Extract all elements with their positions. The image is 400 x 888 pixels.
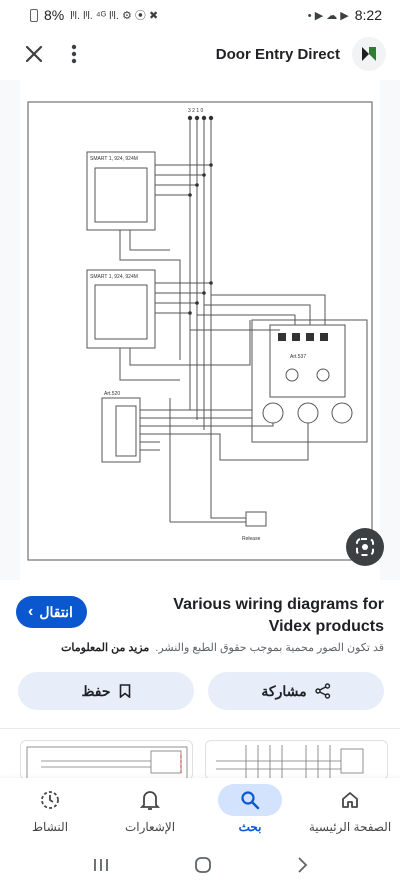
- module-label: Art.537: [290, 354, 306, 360]
- nav-notifications[interactable]: الإشعارات: [105, 778, 195, 840]
- nav-activity-label: النشاط: [31, 820, 69, 834]
- release-label: Release: [242, 536, 261, 542]
- save-label: حفظ: [81, 682, 111, 699]
- chevron-left-icon: ‹: [28, 603, 34, 620]
- save-button[interactable]: حفظ: [18, 672, 194, 710]
- bookmark-icon: [119, 684, 130, 698]
- related-thumbnail[interactable]: [20, 740, 193, 780]
- activity-icon: [18, 784, 82, 816]
- divider: [0, 728, 400, 729]
- action-row: حفظ مشاركة: [18, 672, 384, 710]
- terminal-labels: 3 2 1 0: [188, 108, 204, 114]
- clock: 8:22: [354, 7, 382, 23]
- visit-button[interactable]: ‹ انتقال: [16, 596, 87, 628]
- system-home-icon[interactable]: [193, 855, 213, 880]
- app-bar: Door Entry Direct: [0, 30, 400, 78]
- copyright-notice: قد تكون الصور محمية بموجب حقوق الطبع وال…: [16, 641, 384, 654]
- recents-icon[interactable]: [92, 857, 110, 878]
- notification-icons: • ▶ ☁ ▶: [307, 9, 349, 22]
- copyright-text: قد تكون الصور محمية بموجب حقوق الطبع وال…: [155, 642, 384, 654]
- back-icon[interactable]: [296, 856, 308, 879]
- share-button[interactable]: مشاركة: [208, 672, 384, 710]
- site-name[interactable]: Door Entry Direct: [215, 45, 340, 63]
- nav-home[interactable]: الصفحة الرئيسية: [305, 778, 395, 840]
- visit-label: انتقال: [39, 603, 73, 620]
- share-icon: [314, 683, 330, 699]
- share-label: مشاركة: [261, 682, 307, 699]
- nav-notifications-label: الإشعارات: [124, 820, 176, 834]
- result-header: ‹ انتقال Various wiring diagrams for Vid…: [16, 594, 384, 638]
- wiring-diagram-svg: 3 2 1 0 SMART 1, 924, 924M SMART 1, 924,…: [27, 101, 373, 561]
- lens-search-icon[interactable]: [346, 528, 384, 566]
- nav-search-label: بحث: [238, 820, 262, 834]
- more-info-link[interactable]: مزيد من المعلومات: [61, 642, 150, 654]
- unit1-label: SMART 1, 924, 924M: [90, 156, 138, 162]
- system-navigation: [0, 846, 400, 888]
- nav-search[interactable]: بحث: [205, 778, 295, 840]
- result-title[interactable]: Various wiring diagrams for Videx produc…: [173, 596, 384, 635]
- image-viewer[interactable]: 3 2 1 0 SMART 1, 924, 924M SMART 1, 924,…: [0, 80, 400, 580]
- nav-activity[interactable]: النشاط: [5, 778, 95, 840]
- home-icon: [318, 784, 382, 816]
- related-thumbnail[interactable]: [205, 740, 388, 780]
- more-vert-icon[interactable]: [54, 34, 94, 74]
- bell-icon: [118, 784, 182, 816]
- battery-level: 8%: [44, 7, 65, 23]
- battery-icon: [30, 8, 38, 22]
- signal-icons: lᴵl. lᴵl. ⁴ᴳ lᴵl. ⚙ ⦿ ✖: [70, 10, 159, 22]
- unit2-label: SMART 1, 924, 924M: [90, 274, 138, 280]
- related-images: [0, 740, 400, 780]
- wiring-diagram-image: 3 2 1 0 SMART 1, 924, 924M SMART 1, 924,…: [20, 80, 380, 580]
- site-logo-icon[interactable]: [352, 37, 386, 71]
- psu-label: Art.520: [104, 391, 120, 397]
- close-icon[interactable]: [14, 34, 54, 74]
- search-icon: [218, 784, 282, 816]
- nav-home-label: الصفحة الرئيسية: [308, 820, 392, 834]
- status-bar: 8% lᴵl. lᴵl. ⁴ᴳ lᴵl. ⚙ ⦿ ✖ • ▶ ☁ ▶ 8:22: [0, 0, 400, 30]
- bottom-navigation: النشاط الإشعارات بحث الصفحة الرئيسية: [0, 778, 400, 840]
